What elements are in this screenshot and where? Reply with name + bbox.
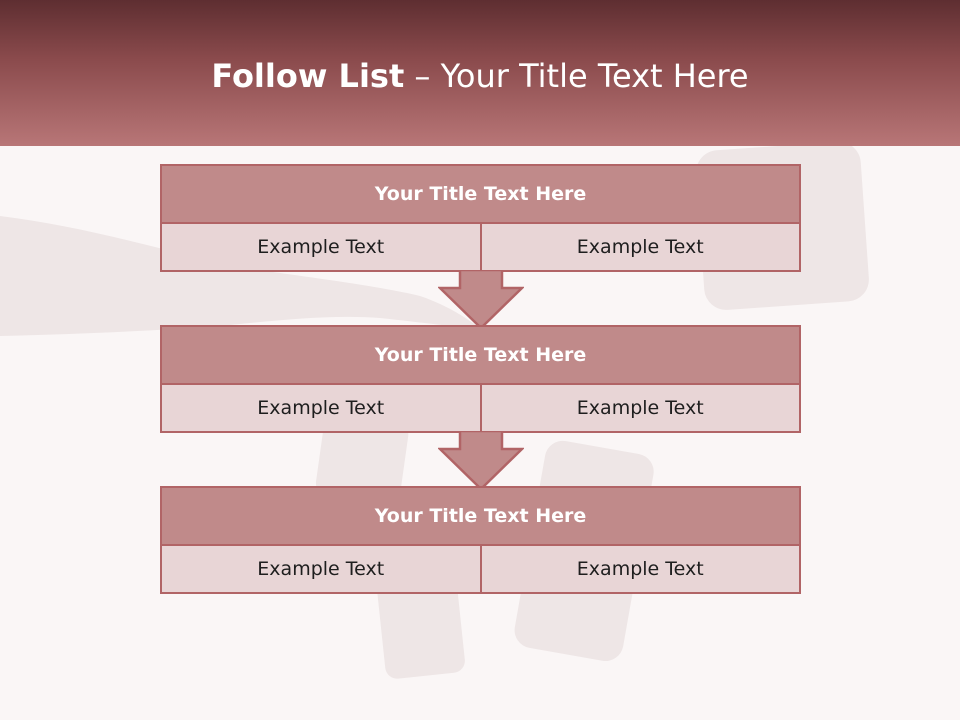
step-2-box: Your Title Text Here Example Text Exampl… — [160, 325, 801, 433]
slide-title-rest: – Your Title Text Here — [404, 57, 749, 95]
step-1-row: Example Text Example Text — [162, 224, 799, 270]
step-1-left-text: Example Text — [162, 224, 480, 270]
step-1-box: Your Title Text Here Example Text Exampl… — [160, 164, 801, 272]
step-2-right-text: Example Text — [479, 385, 799, 431]
step-1-title: Your Title Text Here — [162, 166, 799, 224]
step-3-row: Example Text Example Text — [162, 546, 799, 592]
slide-title: Follow List – Your Title Text Here — [0, 56, 960, 96]
slide-title-bold: Follow List — [211, 57, 405, 95]
step-3-left-text: Example Text — [162, 546, 480, 592]
header-band — [0, 0, 960, 146]
step-3-box: Your Title Text Here Example Text Exampl… — [160, 486, 801, 594]
step-2-left-text: Example Text — [162, 385, 480, 431]
step-2-title: Your Title Text Here — [162, 327, 799, 385]
step-3-right-text: Example Text — [479, 546, 799, 592]
down-arrow-icon — [438, 431, 524, 491]
down-arrow-icon — [438, 270, 524, 330]
step-2-row: Example Text Example Text — [162, 385, 799, 431]
step-1-right-text: Example Text — [479, 224, 799, 270]
step-3-title: Your Title Text Here — [162, 488, 799, 546]
